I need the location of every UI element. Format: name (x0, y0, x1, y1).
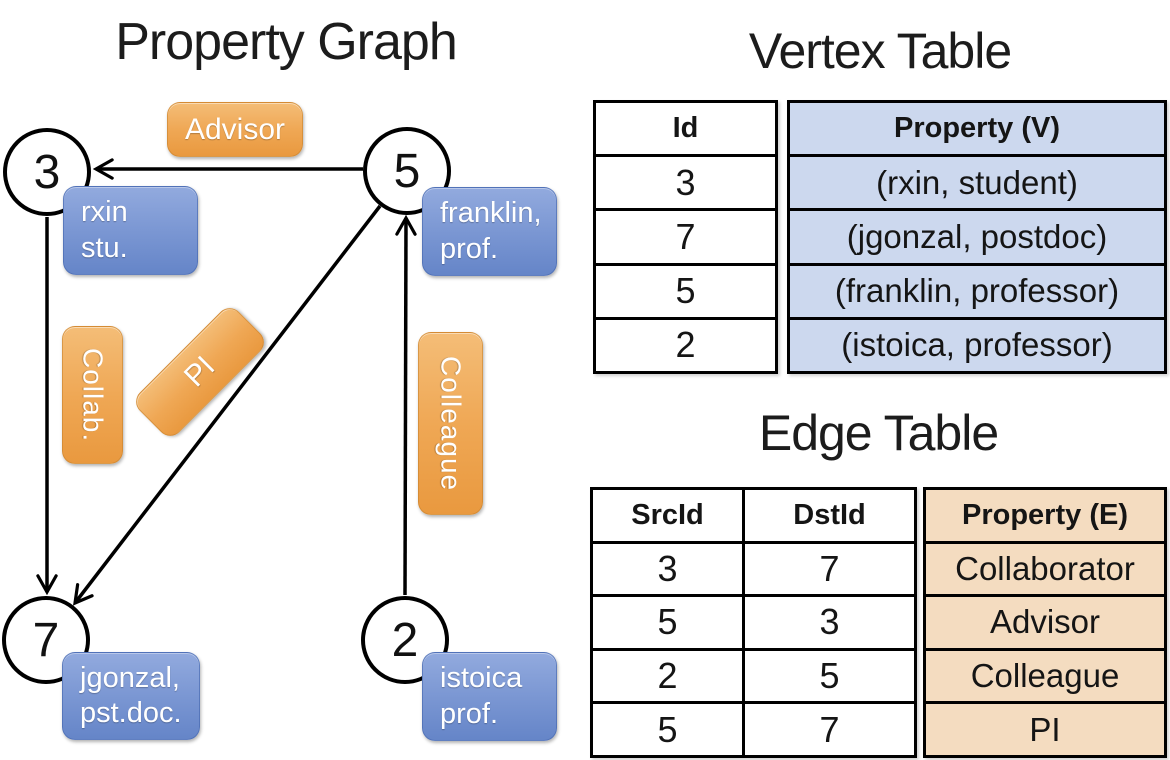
edge-pi-line (75, 204, 382, 603)
edge-colleague-line (405, 218, 406, 596)
edge-table-srcid-header: SrcId (631, 498, 704, 531)
property-line: prof. (440, 232, 499, 265)
edge-table-property-column: Property (E) Collaborator Advisor Collea… (923, 487, 1167, 758)
vertex-table-property-column: Property (V) (rxin, student) (jgonzal, p… (787, 100, 1167, 374)
vertex-table-title: Vertex Table (748, 23, 1012, 79)
edge-table-property-header: Property (E) (926, 490, 1164, 541)
property-line: stu. (81, 231, 128, 264)
vertex-id-cell: 3 (675, 161, 696, 203)
edge-srcid-cell: 5 (657, 601, 678, 643)
edge-srcid-cell: 3 (657, 547, 678, 589)
edge-table-dstid-header: DstId (742, 490, 914, 541)
table-row: Advisor (926, 594, 1164, 648)
edge-property-cell: Collaborator (926, 543, 1164, 595)
property-line: rxin (81, 196, 128, 229)
property-line: jgonzal, (80, 661, 180, 694)
vertex-id-label: 2 (391, 613, 419, 667)
vertex-id-label: 3 (33, 145, 61, 199)
vertex-table-id-header: Id (672, 112, 699, 145)
edge-table-title: Edge Table (758, 405, 999, 461)
table-header-row: Property (V) (790, 103, 1164, 155)
vertex-id-label: 5 (393, 144, 421, 198)
table-header-row: Id (596, 103, 775, 154)
edge-srcid-cell: 5 (657, 708, 678, 750)
edge-table-id-columns: SrcId DstId 3 7 5 3 2 5 5 7 (590, 487, 917, 758)
table-row: 7 (596, 208, 775, 262)
edge-property-cell: PI (926, 704, 1164, 755)
vertex-table-id-column: Id 3 7 5 2 (593, 100, 778, 374)
edge-property-cell: Colleague (926, 650, 1164, 702)
edge-property-cell: Advisor (926, 597, 1164, 648)
vertex-property-card-5: franklin, prof. (422, 187, 557, 276)
graph-edges-svg (0, 0, 585, 760)
table-row: 3 7 (593, 540, 914, 595)
vertex-property-cell: (jgonzal, postdoc) (790, 211, 1164, 263)
edge-label-colleague: Colleague (418, 332, 483, 515)
table-row: PI (926, 701, 1164, 755)
table-row: 5 3 (593, 594, 914, 648)
vertex-id-label: 7 (32, 613, 60, 667)
edge-dstid-cell: 7 (742, 543, 914, 595)
table-row: (jgonzal, postdoc) (790, 208, 1164, 263)
table-header-row: Property (E) (926, 490, 1164, 541)
property-line: istoica (440, 662, 523, 695)
edge-label-collab: Collab. (62, 326, 123, 464)
table-row: (rxin, student) (790, 154, 1164, 209)
table-row: Collaborator (926, 540, 1164, 595)
edge-dstid-cell: 5 (742, 650, 914, 702)
table-row: 5 7 (593, 701, 914, 755)
table-row: (franklin, professor) (790, 262, 1164, 317)
vertex-id-cell: 7 (675, 216, 696, 257)
table-row: (istoica, professor) (790, 316, 1164, 372)
vertex-circle-2: 2 (361, 596, 449, 684)
vertex-id-cell: 2 (675, 324, 696, 366)
edge-dstid-cell: 3 (742, 597, 914, 648)
table-row: Colleague (926, 647, 1164, 702)
vertex-property-cell: (rxin, student) (790, 157, 1164, 209)
edge-dstid-cell: 7 (742, 704, 914, 755)
table-row: 2 (596, 316, 775, 371)
edge-srcid-cell: 2 (657, 655, 678, 697)
property-graph-title: Property Graph (115, 13, 458, 71)
vertex-property-cell: (istoica, professor) (790, 319, 1164, 372)
property-line: pst.doc. (80, 697, 182, 729)
property-line: prof. (440, 697, 499, 730)
table-row: 3 (596, 154, 775, 208)
vertex-id-cell: 5 (675, 270, 696, 312)
property-line: franklin, (440, 197, 542, 230)
vertex-property-card-7: jgonzal, pst.doc. (62, 652, 200, 740)
vertex-property-card-3: rxin stu. (63, 186, 198, 275)
edge-label-advisor: Advisor (167, 102, 303, 157)
vertex-property-cell: (franklin, professor) (790, 265, 1164, 317)
table-row: 2 5 (593, 647, 914, 702)
vertex-table-property-header: Property (V) (790, 103, 1164, 155)
vertex-circle-5: 5 (363, 127, 451, 215)
vertex-property-card-2: istoica prof. (422, 652, 557, 741)
table-header-row: SrcId DstId (593, 490, 914, 541)
table-row: 5 (596, 262, 775, 317)
